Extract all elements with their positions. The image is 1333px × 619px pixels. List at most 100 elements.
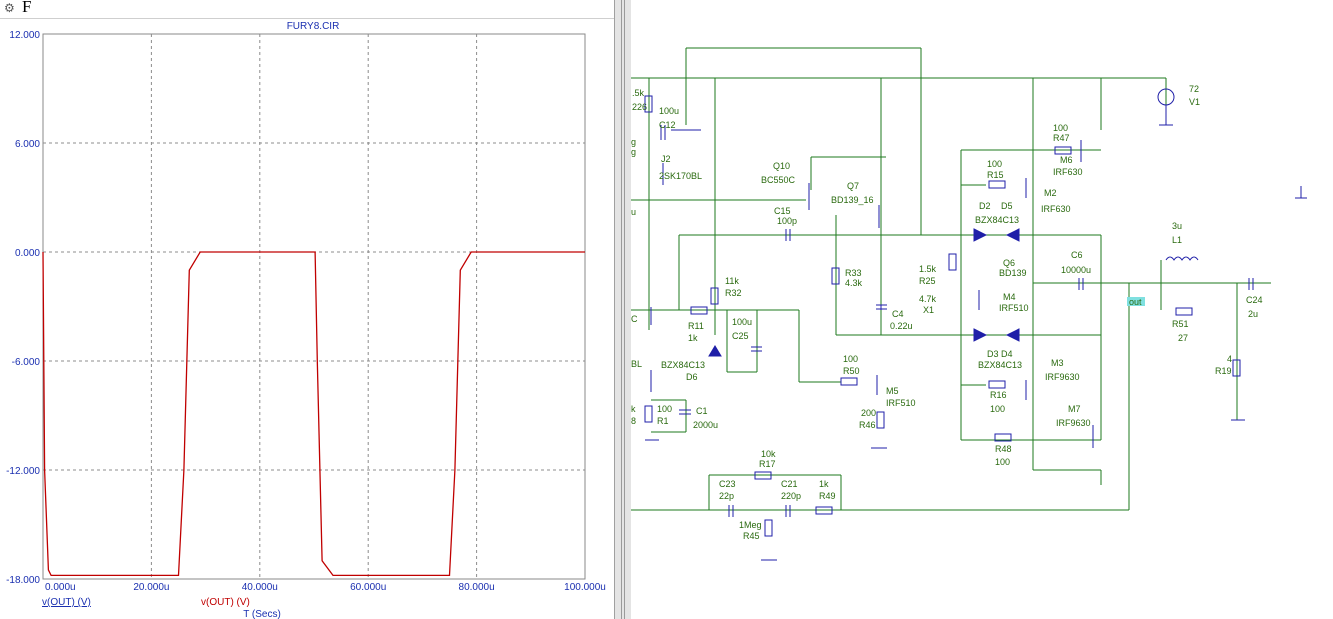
schematic-label: 11k	[725, 276, 739, 286]
x-axis-title: T (Secs)	[243, 609, 281, 619]
schematic-label: BZX84C13	[978, 360, 1022, 370]
schematic-label: C23	[719, 479, 736, 489]
schematic-label: R51	[1172, 319, 1189, 329]
legend-vout-mid: v(OUT) (V)	[201, 597, 250, 608]
schematic-label: 8	[631, 416, 636, 426]
splitter-bar[interactable]	[614, 0, 631, 619]
schematic-label: BC550C	[761, 175, 796, 185]
schematic-label: 0.22u	[890, 321, 913, 331]
schematic-label: 100	[995, 457, 1010, 467]
schematic-label: 100	[990, 404, 1005, 414]
schematic-label: C6	[1071, 250, 1083, 260]
schematic-label: R49	[819, 491, 836, 501]
schematic-label: 1Meg	[739, 520, 762, 530]
schematic-label: IRF9630	[1045, 372, 1080, 382]
schematic-label: k	[631, 404, 636, 414]
schematic-label: D2	[979, 201, 991, 211]
schematic-label: 72	[1189, 84, 1199, 94]
schematic-label: X1	[923, 305, 934, 315]
schematic-label: M7	[1068, 404, 1081, 414]
schematic-label: 220p	[781, 491, 801, 501]
x-tick-label: 60.000u	[350, 582, 386, 593]
schematic-label: C12	[659, 120, 676, 130]
y-tick-label: 0.000	[15, 248, 40, 259]
schematic-label: 100	[987, 159, 1002, 169]
y-tick-label: -12.000	[6, 466, 40, 477]
schematic-label: C25	[732, 331, 749, 341]
schematic-label: D3	[987, 349, 999, 359]
schematic-label: R47	[1053, 133, 1070, 143]
schematic-label: .5k	[632, 88, 645, 98]
schematic-label: BD139	[999, 268, 1027, 278]
schematic-label: u	[631, 207, 636, 217]
schematic-label: 4	[1227, 354, 1232, 364]
schematic-label: R33	[845, 268, 862, 278]
schematic-label: 100	[1053, 123, 1068, 133]
x-tick-label: 40.000u	[242, 582, 278, 593]
schematic-label: 2SK170BL	[659, 171, 702, 181]
schematic-label: 200	[861, 408, 876, 418]
schematic-label: L1	[1172, 235, 1182, 245]
schematic-label: Q6	[1003, 258, 1015, 268]
legend-vout-left[interactable]: v(OUT) (V)	[42, 597, 91, 608]
schematic-label: 100p	[777, 216, 797, 226]
schematic-label: BZX84C13	[975, 215, 1019, 225]
schematic-label: 100u	[732, 317, 752, 327]
schematic-label: IRF510	[999, 303, 1029, 313]
x-tick-label: 0.000u	[45, 582, 76, 593]
schematic-label: 100	[657, 404, 672, 414]
circuit-schematic[interactable]: .5k226100uC12J22SK170BLgguQ10BC550CQ7BD1…	[631, 0, 1333, 619]
app-icon: ⚙	[4, 1, 15, 15]
schematic-label: 2u	[1248, 309, 1258, 319]
schematic-label: IRF630	[1053, 167, 1083, 177]
schematic-label: R25	[919, 276, 936, 286]
schematic-label: M3	[1051, 358, 1064, 368]
schematic-label: Q7	[847, 181, 859, 191]
schematic-label: M4	[1003, 292, 1016, 302]
schematic-label: 10k	[761, 449, 776, 459]
waveform-plot[interactable]: FURY8.CIR 12.0006.0000.000-6.000-12.000-…	[0, 18, 614, 619]
schematic-label: IRF510	[886, 398, 916, 408]
schematic-label: Q10	[773, 161, 790, 171]
schematic-label: C24	[1246, 295, 1263, 305]
plot-title: FURY8.CIR	[287, 21, 340, 32]
schematic-label: R46	[859, 420, 876, 430]
schematic-label: 10000u	[1061, 265, 1091, 275]
schematic-label: 4.3k	[845, 278, 863, 288]
series-vout-line[interactable]	[42, 251, 585, 577]
schematic-label: V1	[1189, 97, 1200, 107]
schematic-label: 1.5k	[919, 264, 937, 274]
y-tick-label: -6.000	[12, 357, 41, 368]
y-tick-label: 6.000	[15, 139, 40, 150]
schematic-label: 100	[843, 354, 858, 364]
schematic-label: M2	[1044, 188, 1057, 198]
schematic-label: R48	[995, 444, 1012, 454]
schematic-label: R45	[743, 531, 760, 541]
schematic-label: R1	[657, 416, 669, 426]
net-label-out-bg	[1127, 297, 1145, 306]
window-titlebar[interactable]: ⚙ F	[0, 0, 614, 19]
schematic-label: 1k	[819, 479, 829, 489]
schematic-label: 1k	[688, 333, 698, 343]
y-tick-label: 12.000	[9, 30, 40, 41]
plot-frame	[42, 33, 586, 580]
schematic-label: C1	[696, 406, 708, 416]
schematic-wires	[631, 47, 1271, 511]
schematic-label: 100u	[659, 106, 679, 116]
schematic-label: R19	[1215, 366, 1232, 376]
schematic-label: R17	[759, 459, 776, 469]
x-tick-label: 80.000u	[459, 582, 495, 593]
schematic-label: R16	[990, 390, 1007, 400]
schematic-label: BD139_16	[831, 195, 874, 205]
splitter-line	[621, 0, 622, 619]
schematic-label: R32	[725, 288, 742, 298]
waveform-window: ⚙ F FURY8.CIR 12.000 6.000 0.000 -6.000 -12.…	[0, 0, 614, 619]
schematic-label: IRF9630	[1056, 418, 1091, 428]
x-tick-label: 100.000u	[564, 582, 606, 593]
schematic-label: g	[631, 147, 636, 157]
schematic-label: C21	[781, 479, 798, 489]
schematic-label: IRF630	[1041, 204, 1071, 214]
schematic-label: D6	[686, 372, 698, 382]
schematic-label: g	[631, 137, 636, 147]
